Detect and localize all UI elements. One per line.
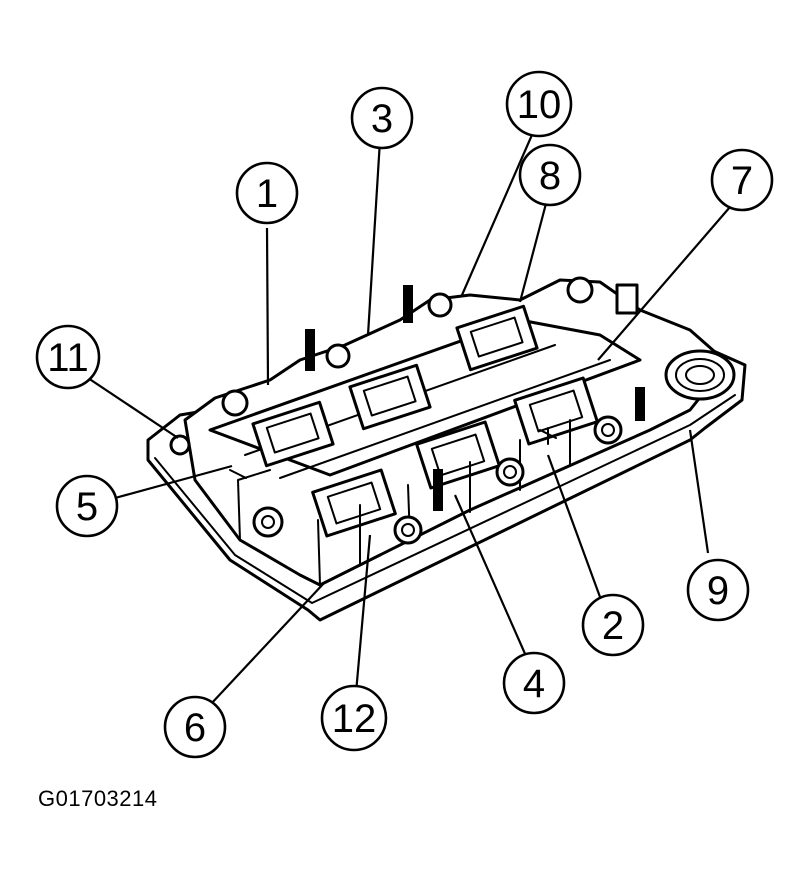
studs (305, 285, 645, 511)
callout-5: 5 (55, 474, 119, 538)
callout-4: 4 (502, 651, 566, 715)
leader-lines (87, 127, 731, 706)
callout-1: 1 (235, 161, 299, 225)
callout-9: 9 (686, 558, 750, 622)
callout-2: 2 (581, 593, 645, 657)
callout-12: 12 (320, 684, 388, 752)
bolt-bosses (169, 415, 623, 545)
svg-text:7: 7 (731, 159, 753, 203)
svg-text:4: 4 (523, 662, 545, 706)
svg-text:8: 8 (539, 154, 561, 198)
callout-8: 8 (518, 143, 582, 207)
callout-7: 7 (710, 148, 774, 212)
svg-text:10: 10 (517, 83, 562, 127)
manifold-illustration (146, 276, 747, 622)
svg-text:1: 1 (256, 172, 278, 216)
runner-port (513, 376, 599, 446)
svg-text:5: 5 (76, 485, 98, 529)
svg-text:3: 3 (371, 97, 393, 141)
svg-text:11: 11 (47, 336, 89, 380)
callout-6: 6 (163, 695, 227, 759)
right-end-port (664, 349, 736, 401)
runner-port (311, 468, 397, 538)
svg-text:9: 9 (707, 569, 729, 613)
callout-10: 10 (505, 70, 573, 138)
svg-text:2: 2 (602, 604, 624, 648)
svg-text:12: 12 (332, 697, 377, 741)
callout-3: 3 (350, 86, 414, 150)
figure-code: G01703214 (38, 786, 158, 811)
svg-text:6: 6 (184, 706, 206, 750)
callout-11: 11 (35, 324, 101, 390)
